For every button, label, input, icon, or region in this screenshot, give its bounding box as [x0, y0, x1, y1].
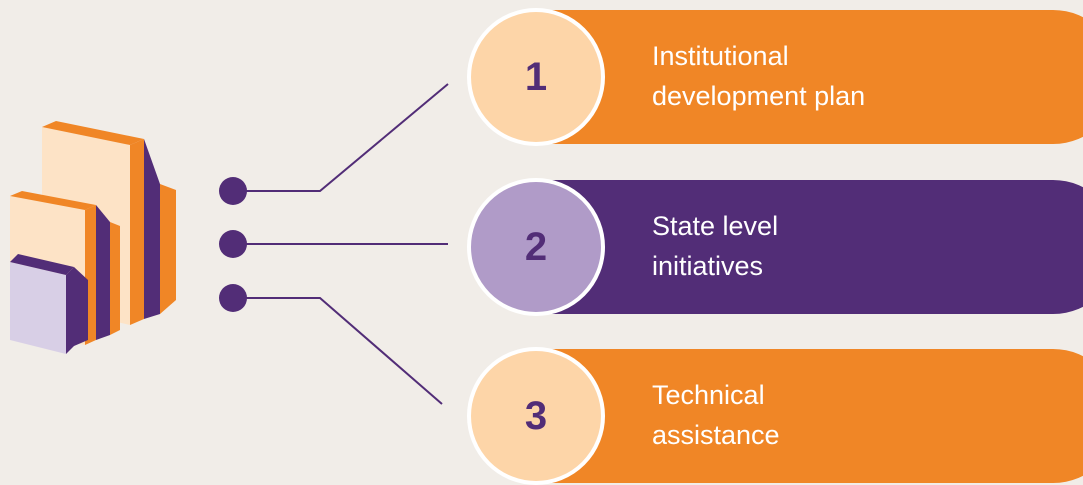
step-number-2: 2 [524, 224, 548, 269]
connector-lines [233, 83, 449, 405]
step-badge-1: 1 [467, 8, 605, 146]
step-badge-2: 2 [467, 178, 605, 316]
step-label-3: Technical assistance [652, 380, 780, 450]
step-label-1: Institutional development plan [652, 41, 866, 111]
connector-dots [219, 177, 247, 312]
books-icon [10, 121, 176, 354]
step-number-3: 3 [524, 393, 548, 438]
step-badge-3: 3 [467, 347, 605, 485]
step-label-2: State level initiatives [652, 211, 779, 281]
step-number-1: 1 [524, 54, 548, 99]
